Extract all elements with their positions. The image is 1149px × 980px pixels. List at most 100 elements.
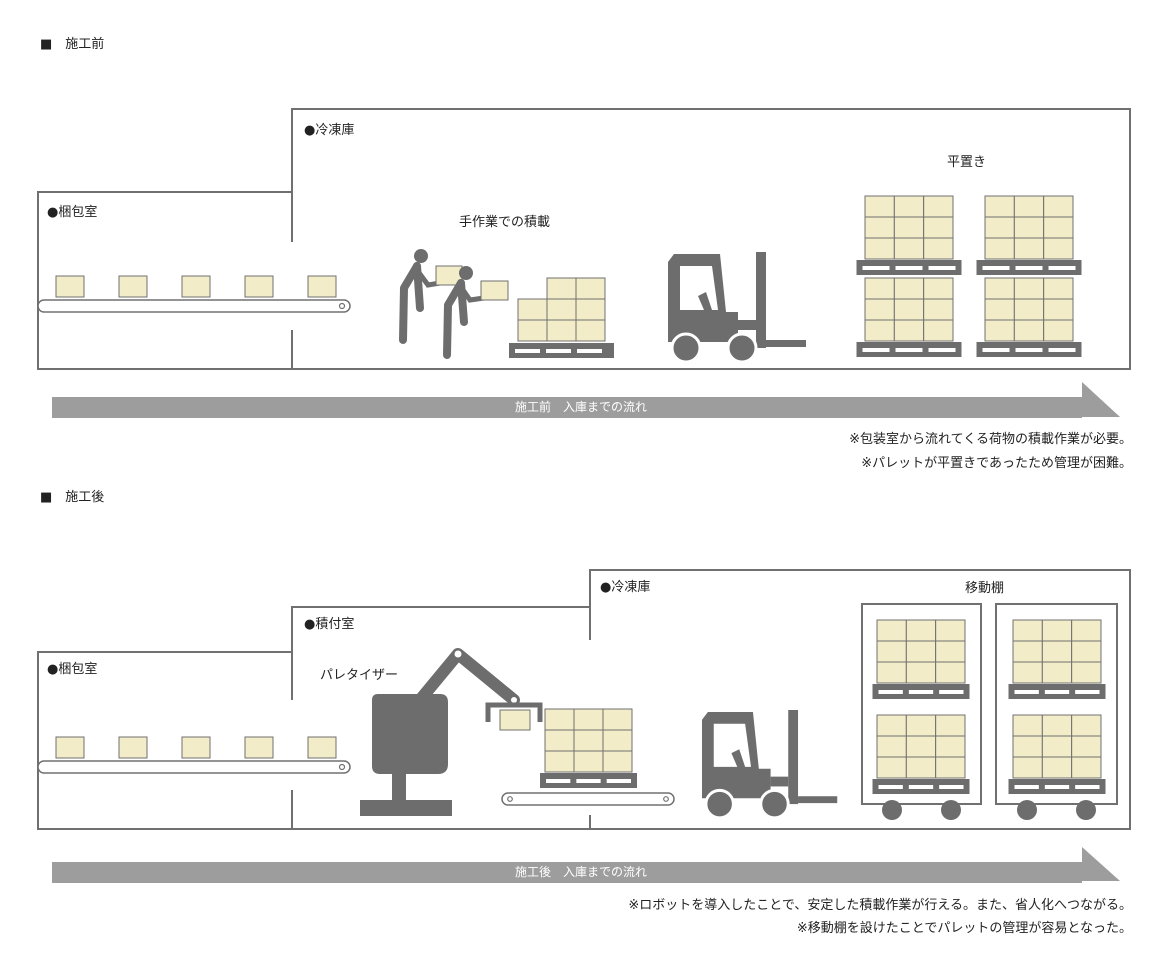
box	[1012, 640, 1043, 663]
box	[544, 750, 575, 773]
before-heading: ■ 施工前	[40, 37, 105, 52]
box	[905, 714, 937, 737]
palletizer-robot-icon	[360, 648, 543, 816]
pallet-slot	[939, 785, 964, 789]
box	[575, 277, 606, 300]
pallet-slot	[908, 690, 934, 694]
box	[1013, 195, 1045, 218]
box	[1071, 619, 1102, 642]
box	[984, 298, 1015, 321]
box	[181, 736, 211, 759]
box	[1071, 640, 1102, 663]
box	[905, 619, 937, 642]
box	[1041, 714, 1073, 737]
box	[1012, 756, 1043, 779]
box	[876, 735, 907, 758]
pallet-stack	[856, 195, 962, 275]
packing-room-outline	[37, 191, 292, 370]
forklift-icon	[668, 252, 806, 364]
box	[544, 729, 575, 752]
box	[573, 729, 604, 752]
after-heading: ■ 施工後	[40, 490, 105, 505]
box	[575, 319, 606, 342]
box	[1041, 661, 1073, 684]
box	[923, 216, 954, 239]
box	[923, 277, 954, 300]
pallet-stack	[976, 195, 1082, 275]
box	[602, 729, 633, 752]
box	[602, 708, 633, 731]
conveyor-after	[37, 736, 351, 774]
box	[1013, 237, 1045, 260]
box	[1012, 735, 1043, 758]
worker-icon	[443, 266, 509, 359]
box	[1041, 640, 1073, 663]
pallet-stack	[509, 277, 614, 358]
box	[893, 277, 925, 300]
worker-icon	[399, 249, 463, 344]
loading-room-label: ●積付室	[304, 617, 355, 632]
box	[546, 298, 577, 321]
box	[1041, 756, 1073, 779]
box	[544, 708, 575, 731]
box	[876, 756, 907, 779]
box	[923, 298, 954, 321]
box	[935, 756, 966, 779]
box	[573, 708, 604, 731]
box	[118, 275, 148, 298]
pallet-slot	[982, 348, 1010, 352]
note-line: ※ロボットを導入したことで、安定した積載作業が行える。また、省人化へつながる。	[628, 898, 1132, 913]
box	[984, 277, 1015, 300]
box	[905, 756, 937, 779]
pallet-stack	[856, 277, 962, 357]
box	[517, 298, 548, 321]
box	[575, 298, 606, 321]
box	[1012, 619, 1043, 642]
box	[893, 216, 925, 239]
note-line: ※移動棚を設けたことでパレットの管理が容易となった。	[796, 921, 1132, 936]
box	[984, 195, 1015, 218]
pallet-slot	[928, 266, 956, 270]
pallet-slot	[908, 785, 934, 789]
packing-room-label: ●梱包室	[47, 205, 98, 220]
forklift-icon	[702, 710, 838, 820]
note-line: ※包装室から流れてくる荷物の積載作業が必要。	[849, 432, 1132, 447]
pallet-stack	[1008, 714, 1106, 794]
box	[1043, 237, 1074, 260]
box	[984, 319, 1015, 342]
after-section	[37, 569, 1131, 883]
mobile-rack	[861, 603, 982, 820]
box	[893, 319, 925, 342]
pallet-slot	[862, 266, 890, 270]
box	[307, 275, 337, 298]
box	[55, 736, 85, 759]
pallet-slot	[576, 779, 601, 783]
pallet-slot	[1075, 785, 1100, 789]
pallet-slot	[878, 690, 903, 694]
pallet-slot	[878, 785, 903, 789]
pallet-slot	[1014, 690, 1039, 694]
box	[905, 640, 937, 663]
box	[923, 319, 954, 342]
box	[984, 237, 1015, 260]
pallet-slot	[1048, 266, 1076, 270]
box	[935, 640, 966, 663]
pallet-stack	[976, 277, 1082, 357]
pallet-slot	[895, 266, 923, 270]
mobile-rack	[995, 603, 1118, 820]
pallet-stack	[1008, 619, 1106, 699]
box	[923, 195, 954, 218]
box	[244, 275, 274, 298]
pallet-slot	[1075, 690, 1100, 694]
box	[905, 735, 937, 758]
note-line: ※パレットが平置きであったため管理が困難。	[861, 456, 1132, 471]
box	[905, 661, 937, 684]
palletizer-label: パレタイザー	[320, 668, 399, 683]
box	[923, 237, 954, 260]
conveyor-before	[37, 275, 351, 313]
box	[573, 750, 604, 773]
box	[1013, 319, 1045, 342]
pallet-slot	[982, 266, 1010, 270]
pallet-slot	[1044, 785, 1070, 789]
box	[1013, 298, 1045, 321]
